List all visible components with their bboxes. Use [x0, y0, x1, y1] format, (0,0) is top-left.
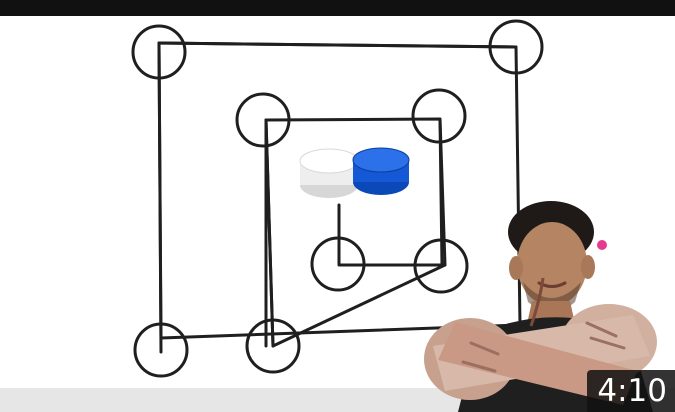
node-circle [235, 92, 291, 148]
face [517, 222, 587, 306]
node-circle [131, 24, 187, 80]
game-pieces [299, 147, 410, 198]
ear-left [509, 256, 523, 280]
crossed-forearm-2 [438, 322, 637, 405]
node-circle [245, 318, 301, 374]
finger-lines [461, 321, 626, 373]
node-circle [133, 322, 189, 378]
node-circle [413, 238, 469, 294]
pink-accessory [597, 240, 607, 250]
ear-right [581, 255, 595, 279]
top-bar [0, 0, 675, 16]
lanyard [529, 277, 545, 327]
inner-bottom-line [337, 203, 447, 267]
video-duration-badge: 4:10 [587, 370, 675, 412]
left-vertical-line [157, 41, 163, 354]
blue-piece-top [352, 147, 410, 173]
upper-connector-line [157, 41, 518, 49]
node-circle [488, 19, 544, 75]
person-overlay [424, 201, 657, 412]
white-piece-top [299, 148, 359, 174]
node-circle [411, 88, 467, 144]
node-circle [310, 236, 366, 292]
